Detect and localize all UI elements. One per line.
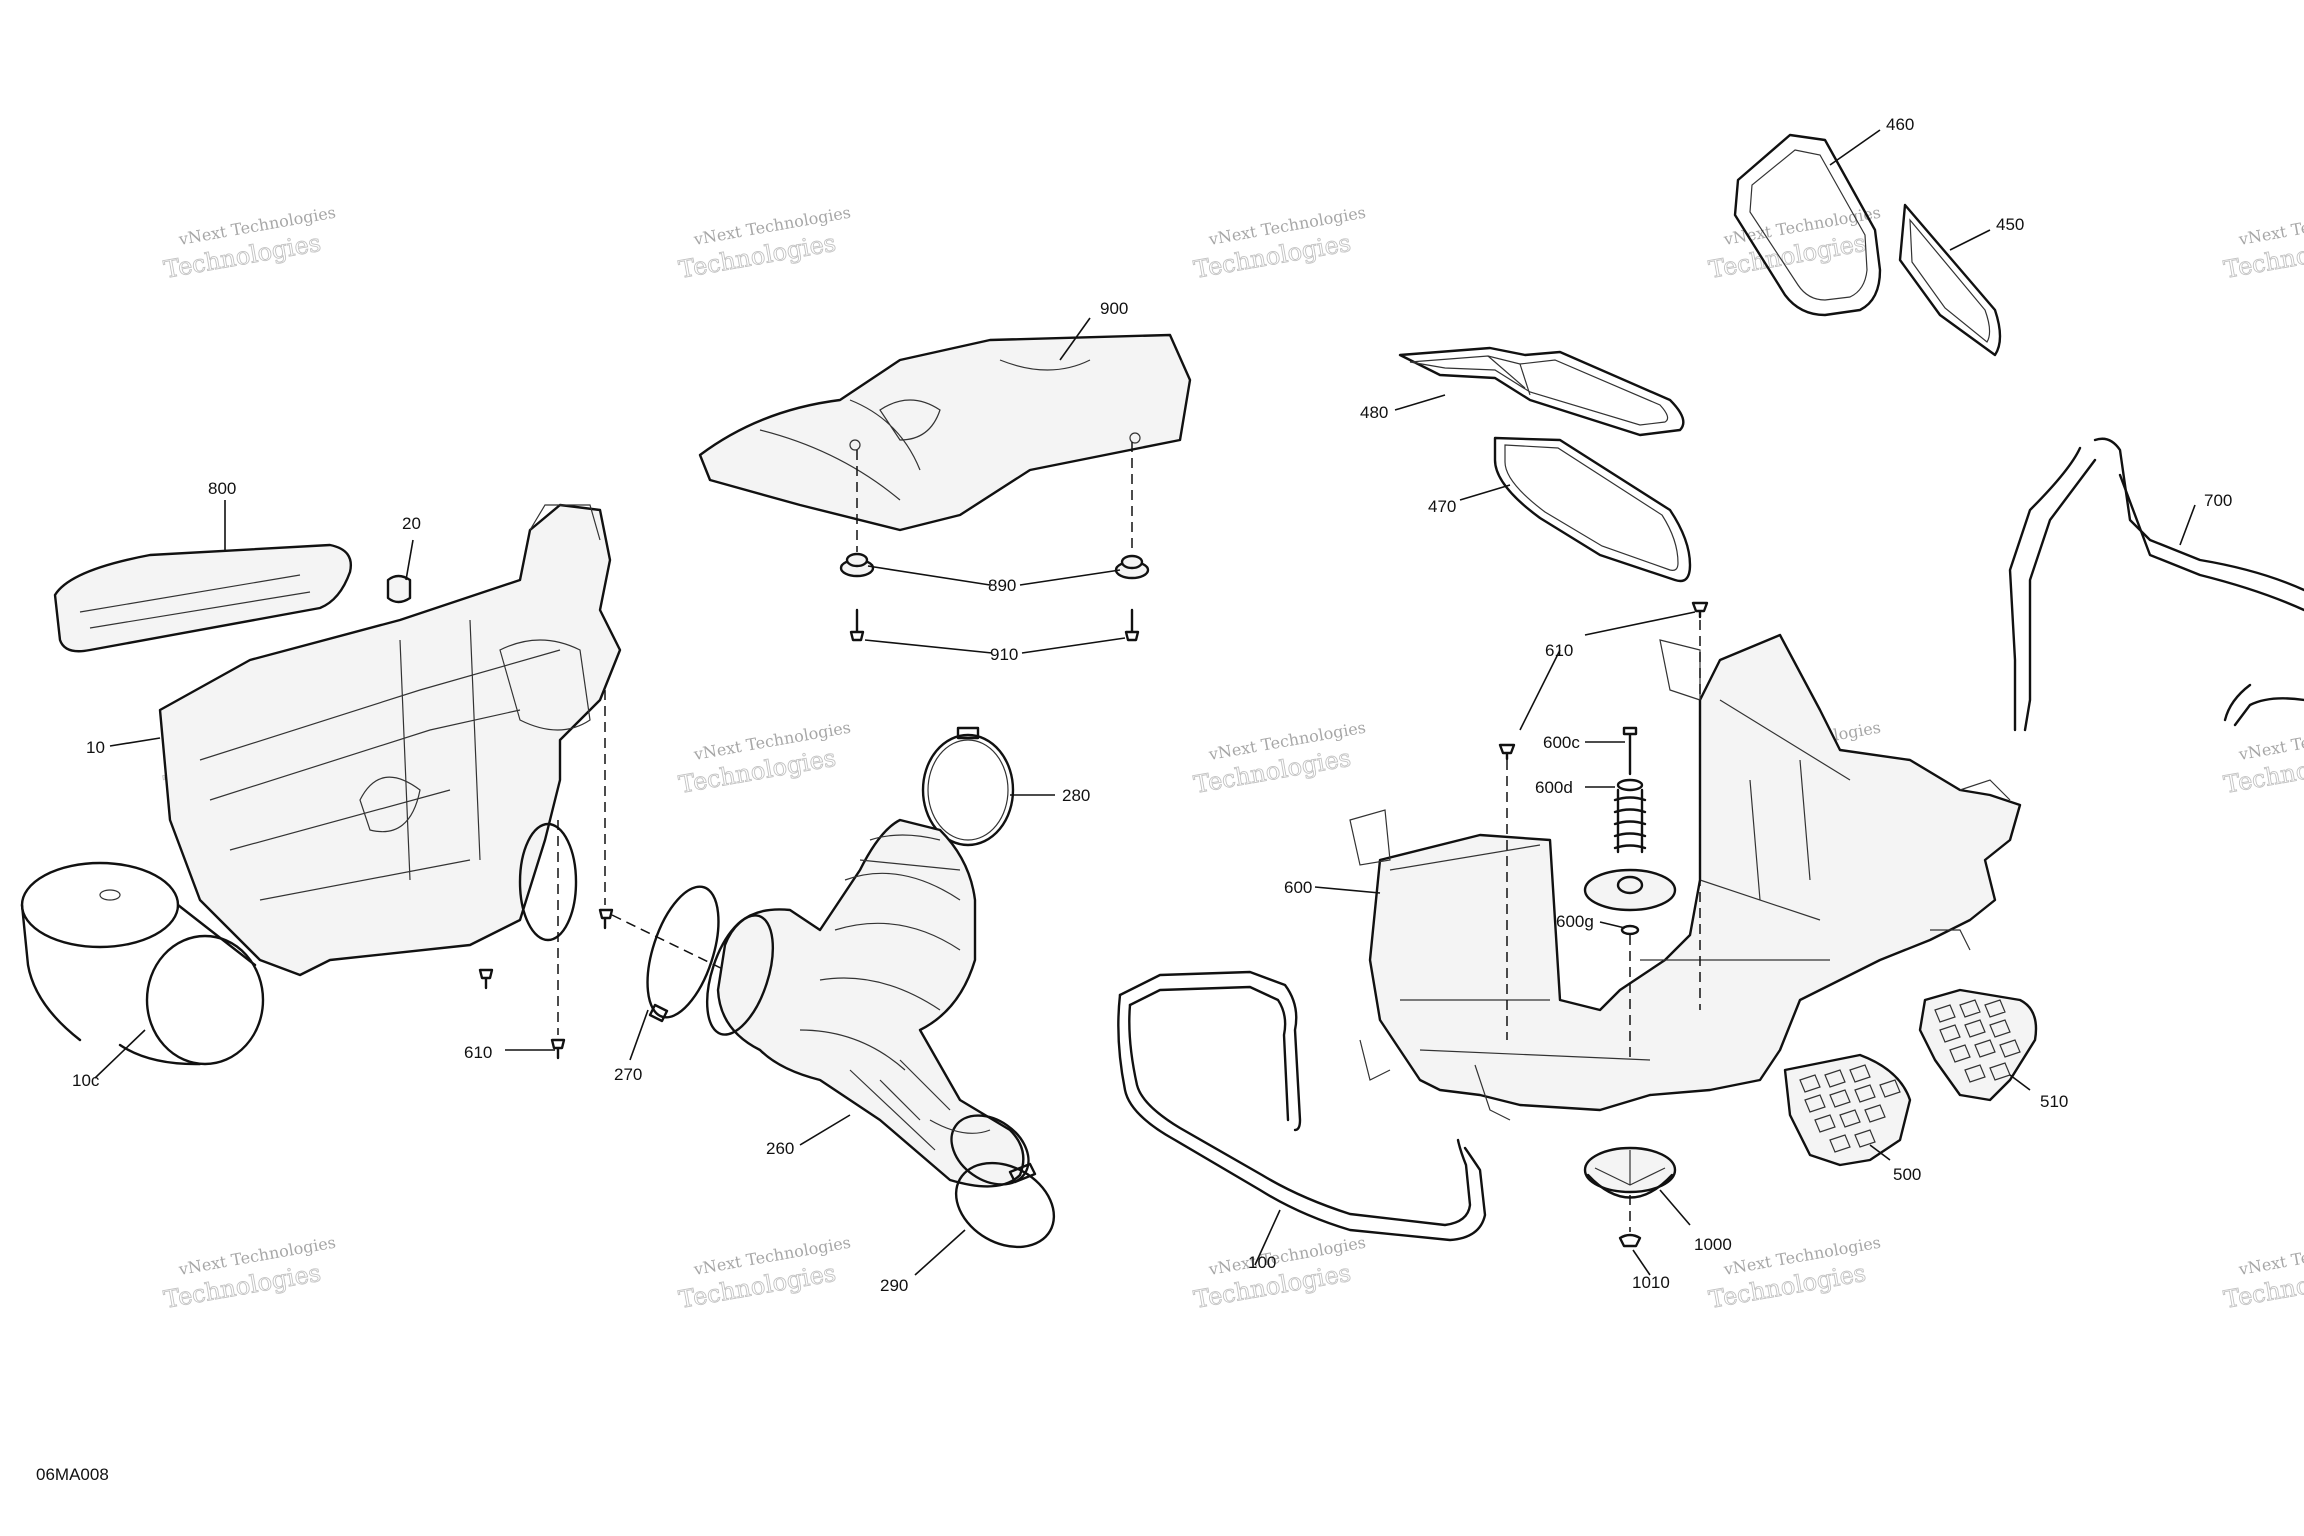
watermark: vNext Technologies Technologies xyxy=(2221,203,2304,285)
callout-610-right: 610 xyxy=(1545,641,1573,660)
callout-1000: 1000 xyxy=(1694,1235,1732,1254)
part-600-disc xyxy=(1583,868,1677,912)
watermark: vNext Technologies Technologies xyxy=(676,203,852,285)
part-600-housing xyxy=(1349,633,2022,1121)
callout-600g: 600g xyxy=(1556,912,1594,931)
watermark: vNext Technologies Technologies xyxy=(2221,718,2304,800)
callout-20: 20 xyxy=(402,514,421,533)
callout-100: 100 xyxy=(1248,1253,1276,1272)
callout-700: 700 xyxy=(2204,491,2232,510)
part-610-screws-left xyxy=(478,908,614,1060)
leader-lines xyxy=(94,129,2196,1276)
watermark: vNext Technologies Technologies xyxy=(676,718,852,800)
part-460-seal xyxy=(1733,133,1882,317)
part-10-airbox xyxy=(158,503,622,977)
part-20-plug xyxy=(386,574,412,604)
svg-text:vNext Technologies: vNext Technologies xyxy=(2236,718,2304,764)
part-900-heat-shield xyxy=(698,333,1192,532)
callout-480: 480 xyxy=(1360,403,1388,422)
watermark: vNext Technologies Technologies xyxy=(2221,1233,2304,1315)
part-610-screws-right xyxy=(1498,601,1709,761)
part-500-grille xyxy=(1783,1053,1912,1167)
part-510-grille xyxy=(1918,988,2038,1102)
svg-text:vNext Technologies: vNext Technologies xyxy=(2236,203,2304,249)
part-100-seal xyxy=(1117,970,1487,1242)
callout-890: 890 xyxy=(988,576,1016,595)
callout-10: 10 xyxy=(86,738,105,757)
callout-800: 800 xyxy=(208,479,236,498)
callout-450: 450 xyxy=(1996,215,2024,234)
callout-610-left: 610 xyxy=(464,1043,492,1062)
part-1000-cap xyxy=(1583,1146,1677,1199)
callout-280: 280 xyxy=(1062,786,1090,805)
watermark: vNext Technologies Technologies xyxy=(1191,1233,1367,1315)
callout-270: 270 xyxy=(614,1065,642,1084)
callout-290: 290 xyxy=(880,1276,908,1295)
part-910-screws xyxy=(849,608,1140,642)
callout-900: 900 xyxy=(1100,299,1128,318)
callout-600c: 600c xyxy=(1543,733,1580,752)
part-800-cover xyxy=(53,543,352,653)
watermark: vNext Technologies Technologies xyxy=(1191,718,1367,800)
svg-text:vNext Technologies: vNext Technologies xyxy=(2236,1233,2304,1279)
callout-1010: 1010 xyxy=(1632,1273,1670,1292)
callout-600: 600 xyxy=(1284,878,1312,897)
drawing-code: 06MA008 xyxy=(36,1465,109,1484)
part-450-seal xyxy=(1898,203,2002,357)
watermark: vNext Technologies Technologies xyxy=(1191,203,1367,285)
part-480-seal xyxy=(1398,346,1685,437)
part-890-grommets xyxy=(839,552,1150,580)
callout-10c: 10c xyxy=(72,1071,100,1090)
watermark: vNext Technologies Technologies xyxy=(161,1233,337,1315)
part-700-seal xyxy=(2008,437,2304,732)
part-270-clamp xyxy=(646,885,720,1023)
part-600g-washer xyxy=(1620,924,1640,936)
callout-600d: 600d xyxy=(1535,778,1573,797)
watermark: vNext Technologies Technologies xyxy=(676,1233,852,1315)
callout-510: 510 xyxy=(2040,1092,2068,1111)
watermark: vNext Technologies Technologies xyxy=(161,203,337,285)
watermark: vNext Technologies Technologies xyxy=(1706,203,1882,285)
part-260-hose xyxy=(705,818,1030,1188)
callout-labels: 800 20 10 10c 610 900 890 910 280 270 26… xyxy=(72,115,2232,1295)
callout-460: 460 xyxy=(1886,115,1914,134)
callout-910: 910 xyxy=(990,645,1018,664)
part-600c-bolt xyxy=(1622,726,1638,776)
callout-500: 500 xyxy=(1893,1165,1921,1184)
part-600d-spring xyxy=(1613,778,1647,854)
callout-260: 260 xyxy=(766,1139,794,1158)
part-280-clamp xyxy=(921,726,1015,847)
part-470-seal xyxy=(1493,436,1692,583)
callout-470: 470 xyxy=(1428,497,1456,516)
part-1010-clip xyxy=(1618,1233,1642,1248)
part-290-clamp xyxy=(954,1161,1056,1249)
